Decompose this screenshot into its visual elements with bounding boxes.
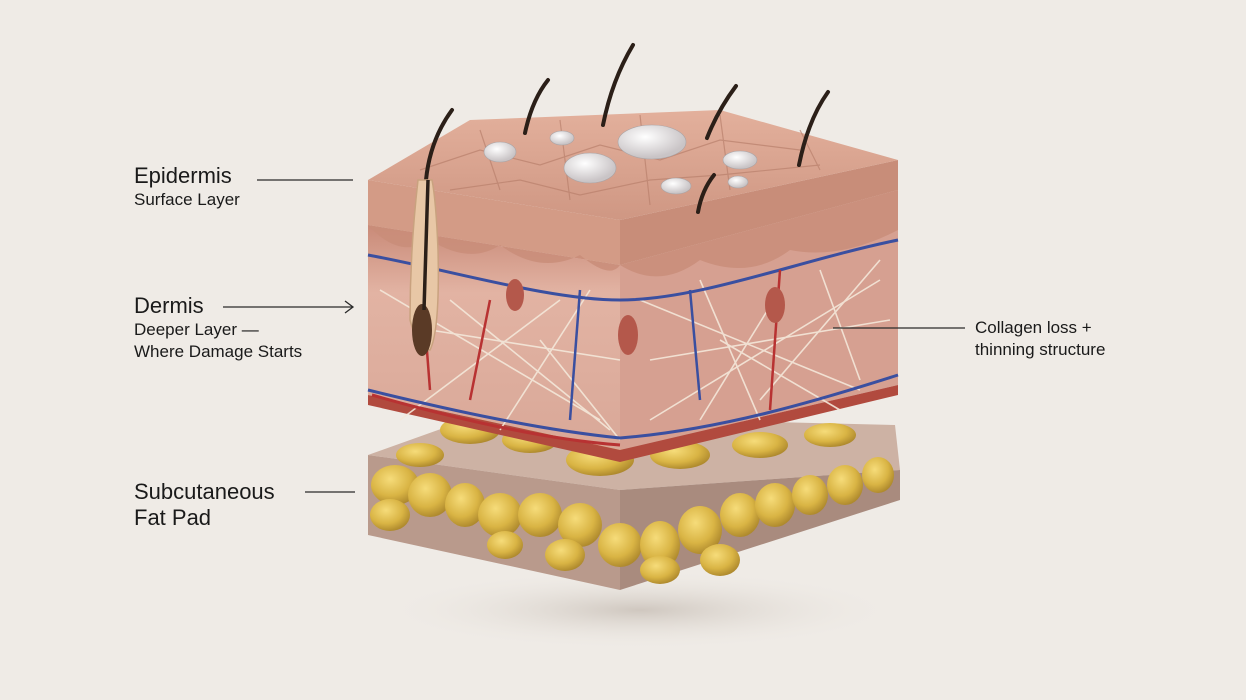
fat-pad-label: Subcutaneous Fat Pad bbox=[134, 479, 275, 531]
dermis-subtitle-line1: Deeper Layer — bbox=[134, 320, 259, 339]
arrowhead-icon bbox=[344, 300, 355, 314]
drop-shadow bbox=[380, 570, 900, 650]
epidermis-title: Epidermis bbox=[134, 163, 232, 188]
epidermis-subtitle: Surface Layer bbox=[134, 190, 240, 209]
fat-pad-line1: Subcutaneous bbox=[134, 479, 275, 504]
dermis-label: Dermis Deeper Layer — Where Damage Start… bbox=[134, 293, 302, 363]
epidermis-label: Epidermis Surface Layer bbox=[134, 163, 240, 211]
dermis-title: Dermis bbox=[134, 293, 204, 318]
collagen-label: Collagen loss + thinning structure bbox=[975, 317, 1105, 361]
epidermis-block bbox=[368, 43, 898, 356]
fat-pad-line2: Fat Pad bbox=[134, 505, 212, 530]
collagen-line1: Collagen loss + bbox=[975, 318, 1092, 337]
dermis-subtitle-line2: Where Damage Starts bbox=[134, 342, 303, 361]
collagen-line2: thinning structure bbox=[975, 340, 1106, 359]
